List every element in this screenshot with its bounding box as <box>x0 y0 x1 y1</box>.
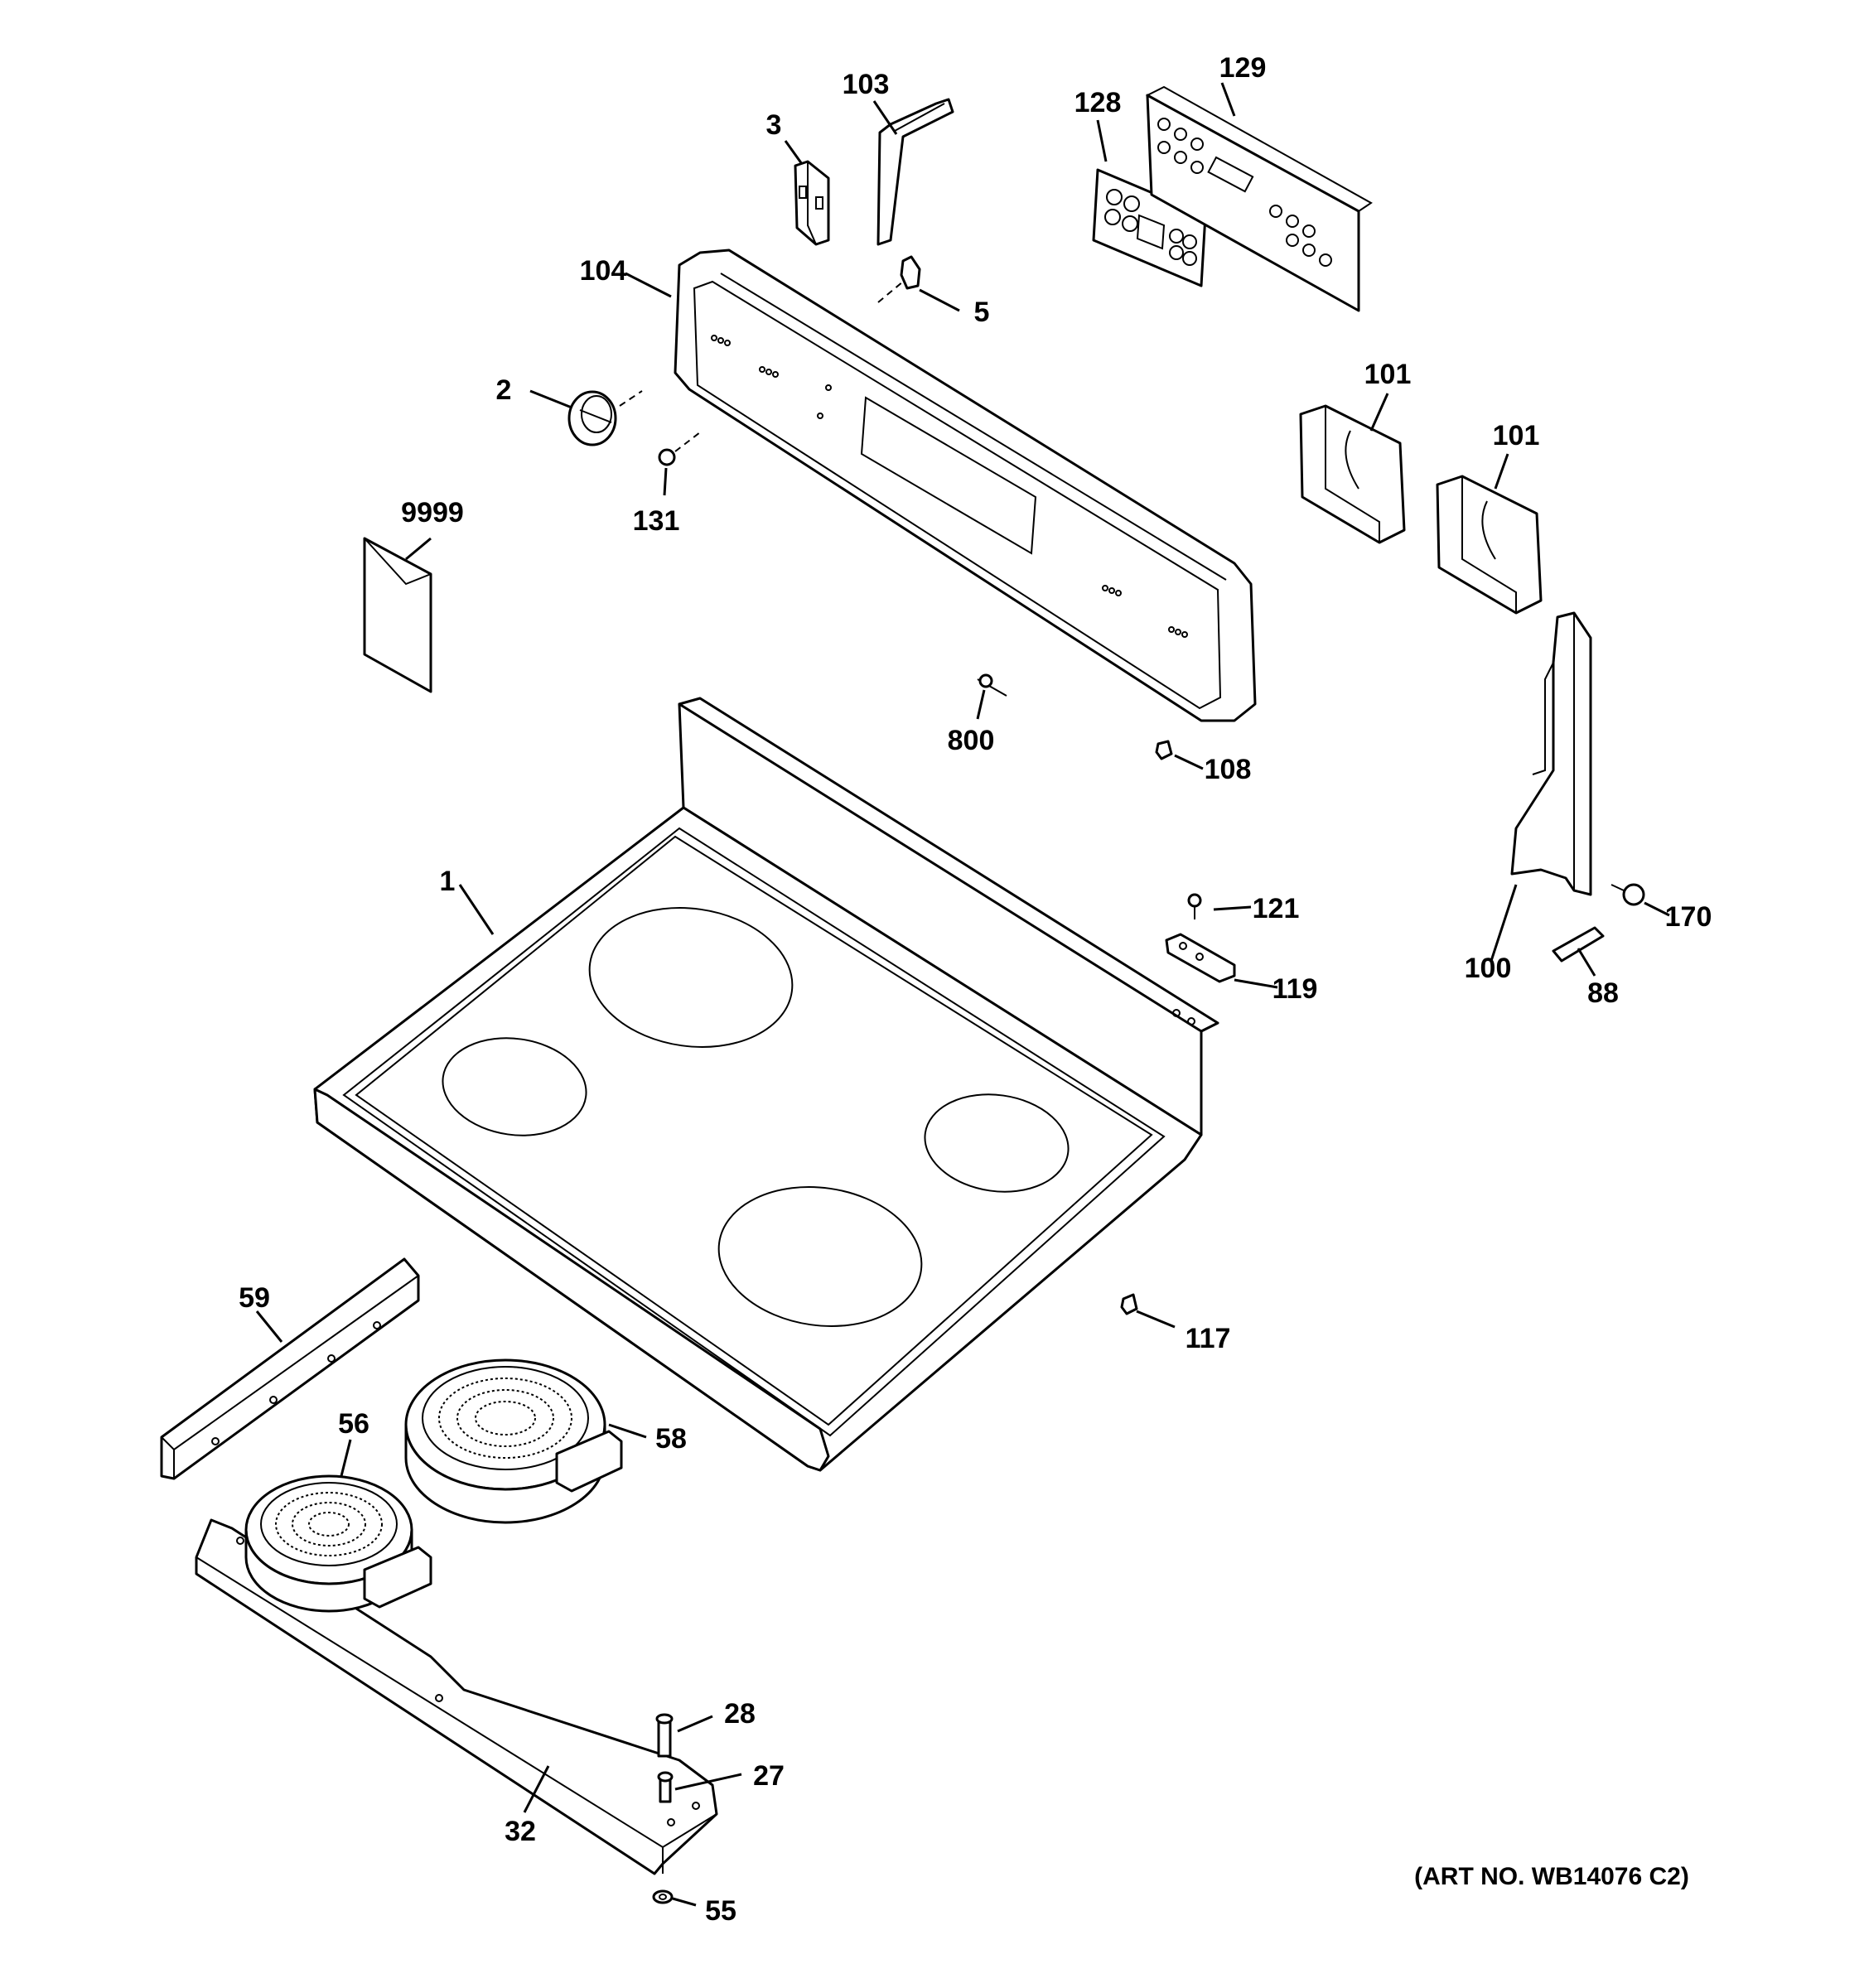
part-119-bracket <box>1165 933 1236 983</box>
part-55-nut <box>652 1889 674 1904</box>
callout-131: 131 <box>633 505 680 537</box>
callout-117: 117 <box>1186 1323 1231 1354</box>
callout-2: 2 <box>496 374 512 406</box>
callout-119: 119 <box>1272 973 1318 1005</box>
callout-121: 121 <box>1253 893 1300 924</box>
callout-101-a: 101 <box>1364 359 1412 390</box>
callout-108: 108 <box>1205 754 1252 785</box>
part-59-bracket <box>160 1257 420 1480</box>
callout-129: 129 <box>1219 52 1267 84</box>
callout-55: 55 <box>705 1895 736 1927</box>
part-103-bracket <box>876 98 954 246</box>
part-56-element <box>244 1474 432 1613</box>
callout-9999: 9999 <box>401 497 464 528</box>
part-1-cooktop <box>313 697 1219 1472</box>
part-3-switch <box>794 160 830 246</box>
callout-5: 5 <box>974 297 990 328</box>
part-28-stud <box>655 1713 674 1758</box>
part-108-nut <box>1155 740 1173 760</box>
callout-170: 170 <box>1665 901 1712 933</box>
part-131-screw <box>658 432 701 466</box>
callout-labels: 3 103 128 129 104 5 2 131 101 101 9999 8… <box>239 52 1712 1927</box>
part-9999-literature <box>363 537 432 693</box>
part-5-clip <box>877 255 921 303</box>
part-129-control <box>1145 85 1373 312</box>
part-170-screw <box>1610 883 1645 906</box>
callout-101-b: 101 <box>1493 420 1540 451</box>
part-121-screw <box>1187 893 1202 919</box>
callout-59: 59 <box>239 1282 270 1314</box>
art-number: (ART NO. WB14076 C2) <box>1414 1863 1689 1890</box>
callout-27: 27 <box>753 1760 785 1792</box>
callout-32: 32 <box>505 1816 536 1847</box>
callout-128: 128 <box>1074 87 1122 118</box>
part-800-screw <box>977 673 1007 697</box>
part-117-nut <box>1120 1293 1138 1315</box>
callout-88: 88 <box>1587 977 1619 1009</box>
callout-28: 28 <box>724 1698 756 1730</box>
part-27-stud <box>657 1771 674 1803</box>
part-100-side-trim <box>1510 611 1592 896</box>
part-101-bracket-b <box>1436 475 1543 615</box>
callout-103: 103 <box>843 69 890 100</box>
part-101-bracket-a <box>1299 404 1406 544</box>
callout-1: 1 <box>440 866 456 897</box>
callout-100: 100 <box>1465 953 1512 984</box>
part-2-knob <box>567 390 643 446</box>
callout-58: 58 <box>655 1423 687 1455</box>
callout-3: 3 <box>766 109 782 141</box>
part-104-backsplash <box>674 248 1257 722</box>
callout-56: 56 <box>338 1408 369 1440</box>
leader-lines <box>255 82 1670 1907</box>
callout-800: 800 <box>948 725 995 756</box>
part-88-clip <box>1552 926 1605 963</box>
callout-104: 104 <box>580 255 627 287</box>
part-58-element <box>404 1358 623 1524</box>
